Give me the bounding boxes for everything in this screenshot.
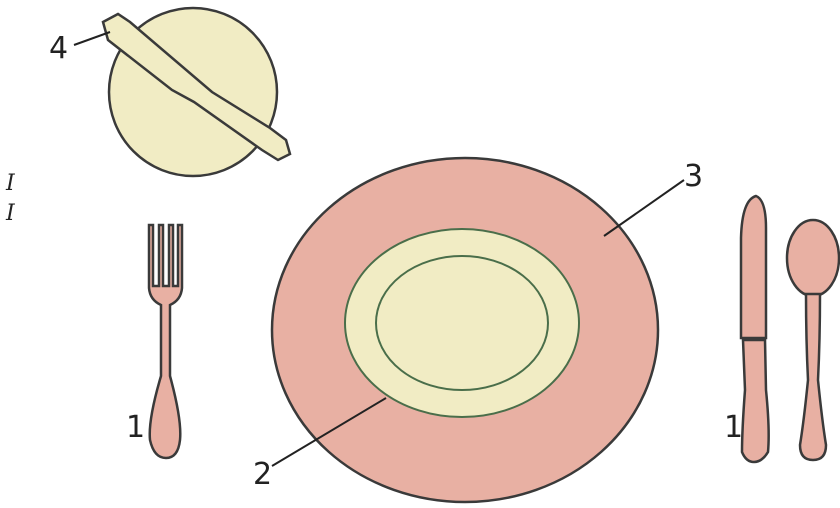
callout-3-leader [604, 180, 684, 236]
callout-1-left-label: 1 [126, 410, 145, 445]
callout-4-leader [74, 32, 110, 45]
callout-3-label: 3 [684, 159, 703, 194]
callout-4-label: 4 [49, 31, 68, 66]
fork-icon [149, 225, 182, 458]
dinner-plate-icon [345, 229, 579, 417]
margin-fragment-1: I [5, 171, 16, 196]
spoon-icon [787, 220, 839, 460]
knife-icon [741, 196, 769, 462]
margin-fragment-2: I [5, 201, 16, 226]
callout-2-label: 2 [253, 457, 272, 492]
callout-1-right-label: 1 [724, 410, 743, 445]
